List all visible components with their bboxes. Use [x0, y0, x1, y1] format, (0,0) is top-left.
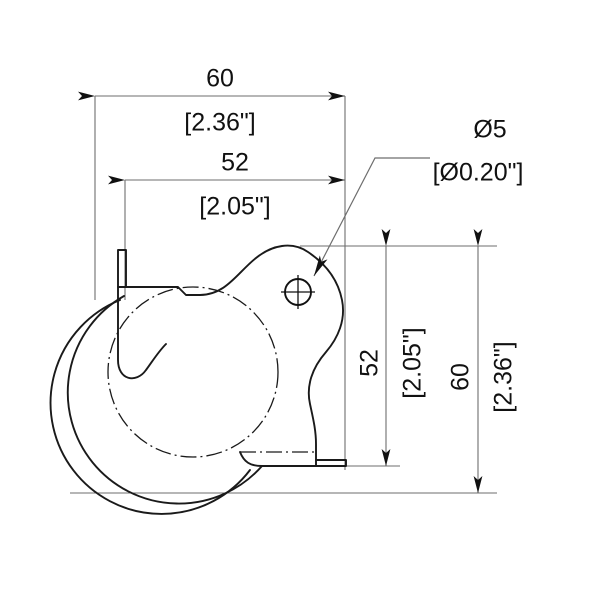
dim-right-overall-metric: 60	[447, 363, 475, 391]
hole-callout-imperial: [Ø0.20"]	[433, 159, 524, 187]
hole-leader-line	[313, 157, 430, 277]
lower-right-tab	[315, 459, 347, 467]
wheel-outline-circle	[66, 295, 263, 505]
dim-top-overall-metric: 60	[206, 65, 234, 93]
bracket-bottom-profile	[239, 451, 317, 467]
wheel-circle-main	[49, 299, 251, 515]
bracket-body-profile	[199, 244, 344, 461]
dimension-lines	[78, 91, 483, 493]
extension-lines	[70, 96, 497, 494]
hidden-bore-circle	[107, 286, 279, 458]
dim-top-inner-metric: 52	[221, 149, 249, 177]
dim-right-inner-metric: 52	[356, 349, 384, 377]
dim-right-inner-imperial: [2.05"]	[399, 327, 427, 398]
part-outline	[49, 244, 347, 515]
dim-top-inner-imperial: [2.05"]	[199, 193, 270, 221]
dim-top-overall-imperial: [2.36"]	[184, 109, 255, 137]
bracket-left-leg	[117, 286, 167, 380]
dimension-text-group: 60 [2.36"] 52 [2.05"] 52 [2.05"] 60 [2.3…	[184, 65, 523, 413]
hole-feature	[281, 275, 315, 309]
hole-callout-metric: Ø5	[473, 116, 506, 144]
dim-right-overall-imperial: [2.36"]	[490, 341, 518, 412]
bracket-top-flange	[125, 286, 201, 296]
